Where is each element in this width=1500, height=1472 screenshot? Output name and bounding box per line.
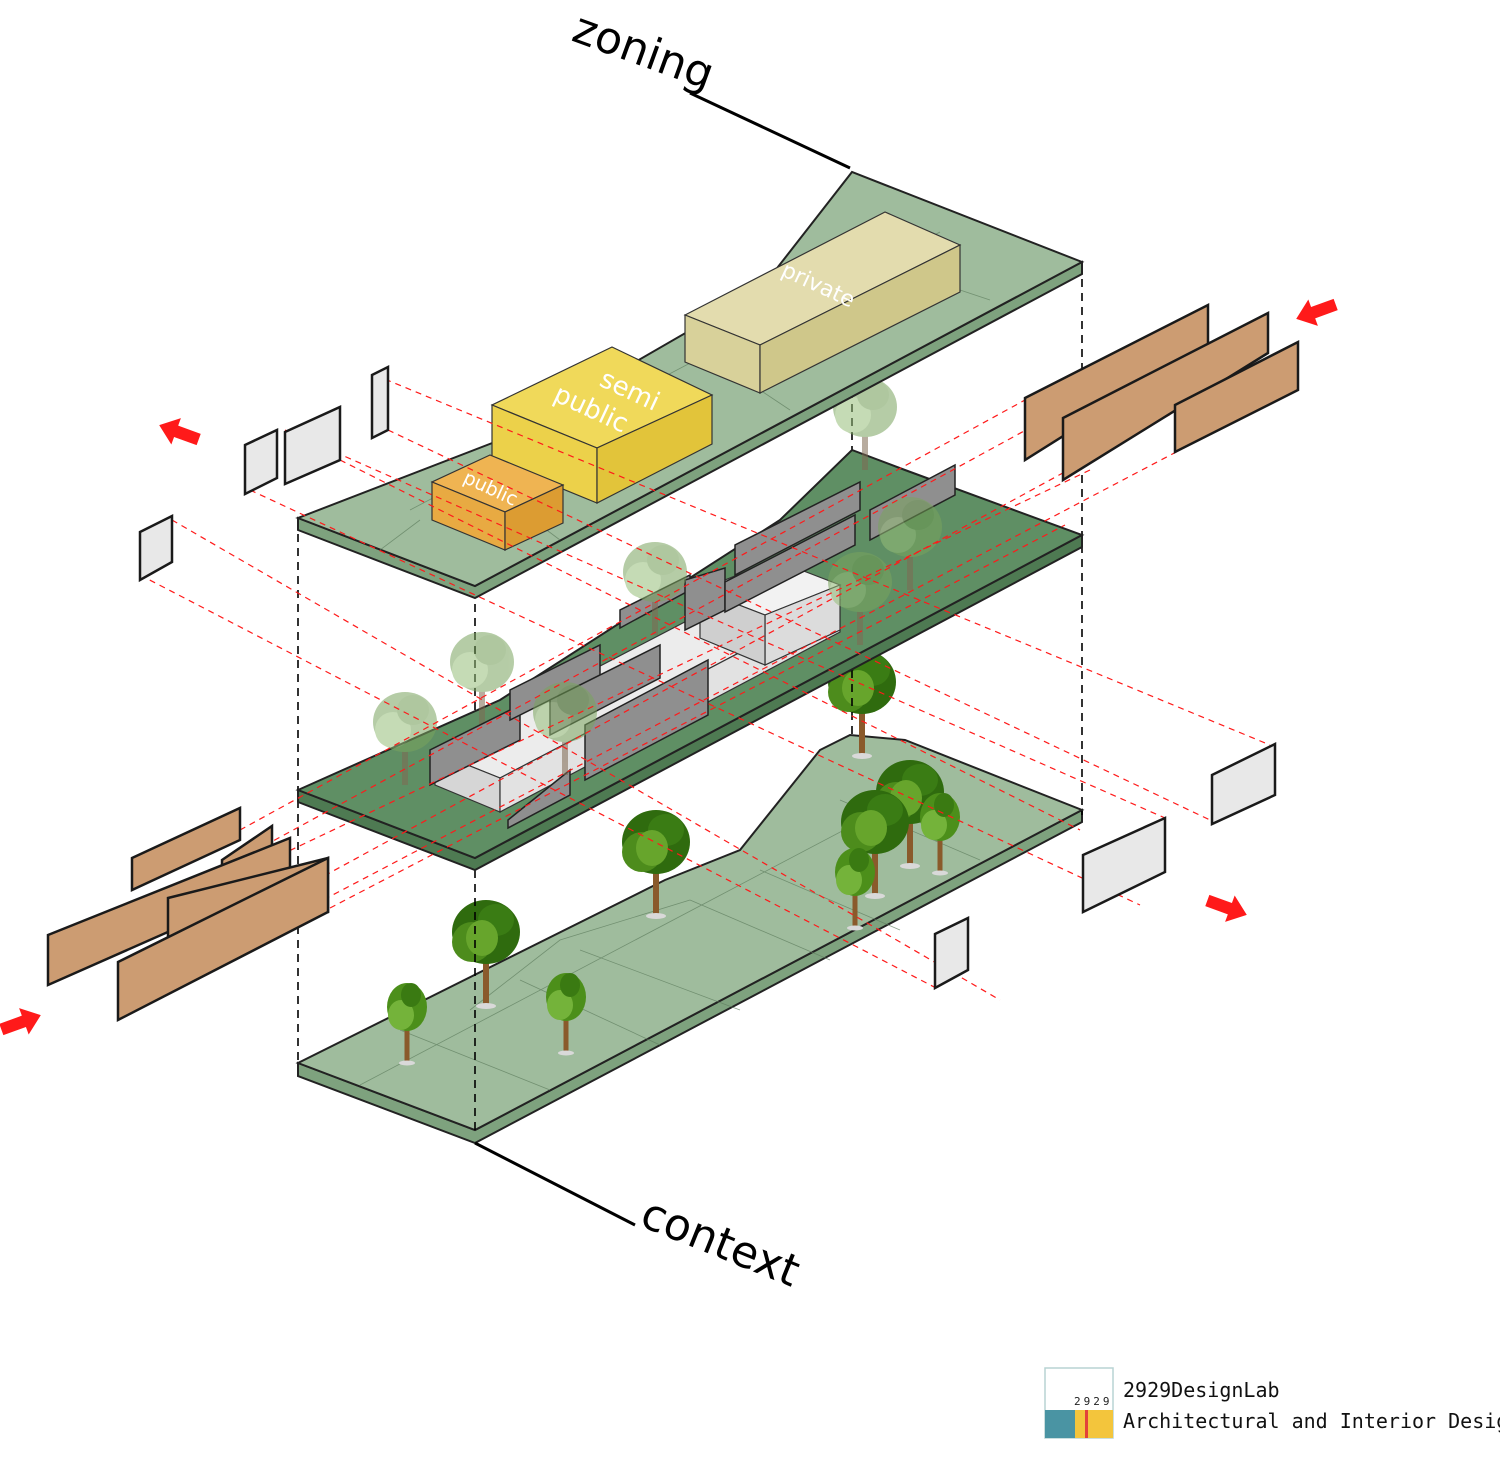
logo-tagline: Architectural and Interior Design	[1123, 1409, 1500, 1433]
logo-mark-teal	[1045, 1410, 1075, 1438]
context-leader: context	[474, 1141, 807, 1297]
context-title: context	[634, 1188, 807, 1297]
zoning-title: zoning	[566, 2, 721, 100]
glass-panels-right	[933, 741, 1277, 991]
logo-mark-red-stripe	[1085, 1410, 1088, 1438]
private-zone-block	[683, 211, 962, 394]
wood-panels-right	[1023, 302, 1300, 483]
wood-panels-left	[46, 806, 330, 1023]
brand-logo: 2929 2929DesignLab Architectural and Int…	[1044, 1367, 1500, 1439]
context-layer	[295, 650, 1085, 1145]
flow-arrows	[0, 298, 1338, 1036]
logo-name: 2929DesignLab	[1123, 1378, 1280, 1402]
semi-public-zone-block	[490, 346, 714, 504]
flow-arrow-top-left	[159, 418, 201, 446]
logo-mark-yellow	[1075, 1410, 1113, 1438]
flow-arrow-bottom-right	[1205, 894, 1247, 922]
flow-arrow-bottom-left	[0, 1008, 41, 1036]
zoning-leader: zoning	[566, 2, 851, 170]
flow-arrow-top-right	[1296, 298, 1338, 326]
projection-lines	[109, 334, 1271, 1001]
zoning-layer: private semi public public	[295, 170, 1085, 600]
building-wall	[429, 463, 956, 830]
glass-panels-left	[138, 364, 390, 583]
logo-mark-number: 2929	[1074, 1395, 1113, 1408]
